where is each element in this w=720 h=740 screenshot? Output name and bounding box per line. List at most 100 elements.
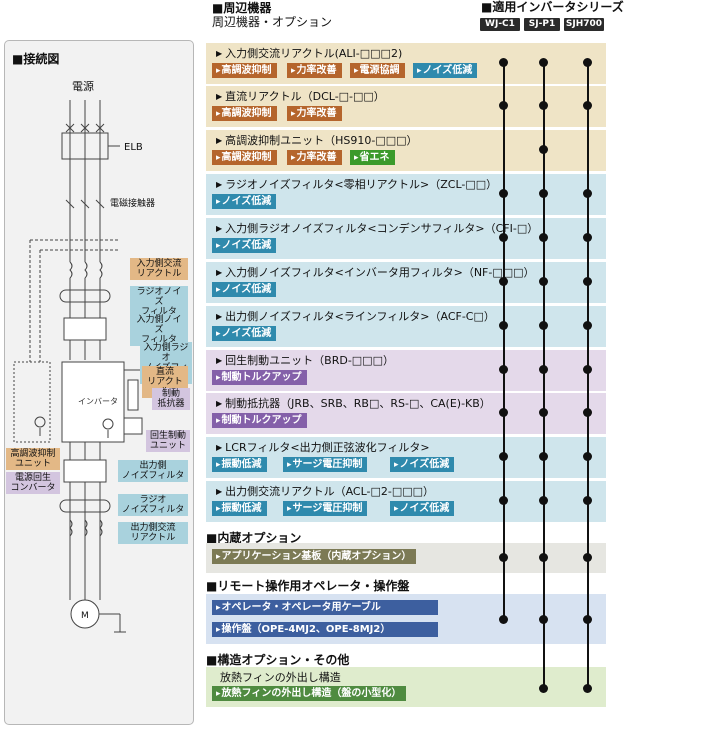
- motor-label: M: [81, 611, 89, 621]
- badge-application-board: アプリケーション基板（内蔵オプション）: [212, 549, 417, 564]
- feature-badge: 力率改善: [287, 150, 342, 165]
- label-harmonic-unit: 高調波抑制 ユニット: [6, 448, 60, 470]
- compat-dot: [539, 145, 548, 154]
- option-row: 高調波抑制ユニット（HS910-□□□）高調波抑制力率改善省エネ: [206, 130, 606, 171]
- series-badge-wjc1: WJ-C1: [480, 18, 520, 31]
- series-line-sjh700: [587, 60, 589, 690]
- feature-badge: ノイズ低減: [390, 501, 455, 516]
- row-structure: 放熱フィンの外出し構造 放熱フィンの外出し構造（盤の小型化）: [206, 667, 606, 707]
- option-row: 入力側ラジオノイズフィルタ<コンデンサフィルタ>（CFI-□） ノイズ低減: [206, 218, 606, 259]
- compat-dot: [583, 101, 592, 110]
- option-row-title: LCRフィルタ<出力側正弦波化フィルタ>: [216, 439, 429, 455]
- compat-dot: [583, 553, 592, 562]
- power-label: 電源: [72, 79, 94, 93]
- compat-dot: [499, 101, 508, 110]
- compat-dot: [539, 58, 548, 67]
- badge-fin-outside: 放熱フィンの外出し構造（盤の小型化）: [212, 686, 407, 701]
- compat-dot: [583, 189, 592, 198]
- option-row: 直流リアクトル（DCL-□-□□） 高調波抑制力率改善: [206, 86, 606, 127]
- section-structure-title: ■構造オプション・その他: [206, 653, 350, 667]
- series-line-wjc1: [503, 60, 505, 620]
- compat-dot: [539, 684, 548, 693]
- compat-dot: [539, 452, 548, 461]
- compat-dot: [539, 615, 548, 624]
- label-braking-resistor: 制動 抵抗器: [152, 388, 190, 410]
- compat-dot: [499, 553, 508, 562]
- feature-badge: ノイズ低減: [413, 63, 478, 78]
- compat-dot: [499, 452, 508, 461]
- compat-dot: [583, 496, 592, 505]
- badge-operation-panel: 操作盤（OPE-4MJ2、OPE-8MJ2）: [212, 622, 438, 637]
- feature-badge: 制動トルクアップ: [212, 370, 307, 385]
- label-radio-filter-input: ラジオノイズ フィルタ: [130, 286, 188, 318]
- compat-dot: [583, 684, 592, 693]
- page-title: ■周辺機器: [212, 1, 272, 15]
- compat-dot: [583, 58, 592, 67]
- compat-dot: [583, 365, 592, 374]
- series-line-sjp1: [543, 60, 545, 690]
- compat-dot: [499, 189, 508, 198]
- feature-badge: 力率改善: [287, 63, 342, 78]
- feature-badge: 振動低減: [212, 501, 267, 516]
- compat-dot: [539, 189, 548, 198]
- compat-dot: [583, 277, 592, 286]
- compat-dot: [539, 277, 548, 286]
- compat-dot: [499, 496, 508, 505]
- option-row-title: 高調波抑制ユニット（HS910-□□□）: [216, 132, 417, 148]
- option-row-title: 出力側ノイズフィルタ<ラインフィルタ>（ACF-C□）: [216, 308, 495, 324]
- feature-badge: サージ電圧抑制: [283, 457, 368, 472]
- series-title: ■適用インバータシリーズ: [481, 0, 624, 14]
- option-row-title: 直流リアクトル（DCL-□-□□）: [216, 88, 385, 104]
- contactor-label: 電磁接触器: [110, 197, 155, 209]
- section-builtin-title: ■内蔵オプション: [206, 531, 302, 545]
- row-remote: オペレータ・オペレータ用ケーブル 操作盤（OPE-4MJ2、OPE-8MJ2）: [206, 594, 606, 644]
- compat-dot: [499, 321, 508, 330]
- compat-dot: [499, 365, 508, 374]
- label-input-noise-filter: 入力側ノイズ フィルタ: [130, 314, 188, 346]
- compat-dot: [539, 408, 548, 417]
- label-radio-filter-output: ラジオ ノイズフィルタ: [118, 494, 188, 516]
- structure-item-1: 放熱フィンの外出し構造: [220, 671, 341, 684]
- badge-operator-cable: オペレータ・オペレータ用ケーブル: [212, 600, 438, 615]
- option-row-title: 入力側交流リアクトル(ALI-□□□2): [216, 45, 402, 61]
- compat-dot: [499, 408, 508, 417]
- label-output-ac-reactor: 出力側交流 リアクトル: [118, 522, 188, 544]
- inverter-label: インバータ: [78, 397, 118, 406]
- label-input-ac-reactor: 入力側交流 リアクトル: [130, 258, 188, 280]
- compat-dot: [539, 321, 548, 330]
- section-remote-title: ■リモート操作用オペレータ・操作盤: [206, 579, 410, 593]
- label-braking-unit: 回生制動 ユニット: [146, 430, 190, 452]
- compat-dot: [583, 615, 592, 624]
- feature-badge: 制動トルクアップ: [212, 413, 307, 428]
- compat-dot: [539, 496, 548, 505]
- compat-dot: [539, 553, 548, 562]
- compat-dot: [499, 58, 508, 67]
- feature-badge: ノイズ低減: [212, 238, 277, 253]
- option-row-title: 出力側交流リアクトル（ACL-□2-□□□）: [216, 483, 434, 499]
- option-row-title: ラジオノイズフィルタ<零相リアクトル>（ZCL-□□）: [216, 176, 497, 192]
- option-row-title: 入力側ラジオノイズフィルタ<コンデンサフィルタ>（CFI-□）: [216, 220, 538, 236]
- compat-dot: [539, 101, 548, 110]
- feature-badge: ノイズ低減: [390, 457, 455, 472]
- feature-badge: ノイズ低減: [212, 194, 277, 209]
- diagram-title: ■接続図: [12, 52, 60, 66]
- compat-dot: [499, 233, 508, 242]
- series-badge-sjh700: SJH700: [564, 18, 604, 31]
- elb-label: ELB: [124, 142, 143, 153]
- label-regen-converter: 電源回生 コンバータ: [6, 472, 60, 494]
- feature-badge: サージ電圧抑制: [283, 501, 368, 516]
- feature-badge: 振動低減: [212, 457, 267, 472]
- feature-badge: 高調波抑制: [212, 106, 277, 121]
- compat-dot: [539, 233, 548, 242]
- option-row-title: 入力側ノイズフィルタ<インバータ用フィルタ>（NF-□□□）: [216, 264, 534, 280]
- feature-badge: 電源協調: [350, 63, 405, 78]
- compat-dot: [583, 452, 592, 461]
- label-output-noise-filter: 出力側 ノイズフィルタ: [118, 460, 188, 482]
- feature-badge: ノイズ低減: [212, 326, 277, 341]
- compat-dot: [583, 321, 592, 330]
- feature-badge: 力率改善: [287, 106, 342, 121]
- feature-badge: 高調波抑制: [212, 150, 277, 165]
- compat-dot: [499, 277, 508, 286]
- compat-dot: [583, 233, 592, 242]
- option-row-title: 回生制動ユニット（BRD-□□□）: [216, 352, 394, 368]
